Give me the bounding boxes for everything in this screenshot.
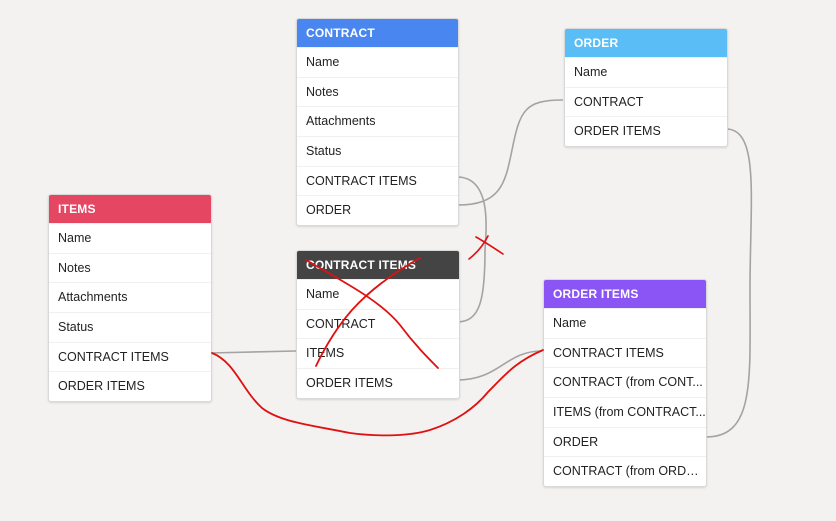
field-row[interactable]: CONTRACT ITEMS bbox=[49, 341, 211, 372]
x-mark-stroke bbox=[475, 236, 504, 255]
table-items[interactable]: ITEMS Name Notes Attachments Status CONT… bbox=[48, 194, 212, 403]
field-row[interactable]: Name bbox=[544, 308, 706, 338]
field-row[interactable]: ORDER ITEMS bbox=[297, 368, 459, 398]
field-row[interactable]: CONTRACT ITEMS bbox=[544, 337, 706, 368]
field-row[interactable]: CONTRACT bbox=[565, 86, 727, 117]
link-items-contractitems bbox=[209, 350, 297, 354]
field-row[interactable]: Attachments bbox=[49, 282, 211, 312]
link-contract-order bbox=[456, 99, 564, 206]
field-row[interactable]: ITEMS bbox=[297, 338, 459, 368]
table-contract-items[interactable]: CONTRACT ITEMS Name CONTRACT ITEMS ORDER… bbox=[296, 250, 460, 399]
field-row[interactable]: ITEMS (from CONTRACT... bbox=[544, 397, 706, 427]
table-header[interactable]: CONTRACT bbox=[297, 19, 458, 47]
field-row[interactable]: Notes bbox=[49, 252, 211, 283]
table-order-items[interactable]: ORDER ITEMS Name CONTRACT ITEMS CONTRACT… bbox=[543, 279, 707, 488]
link-contract-items-loop bbox=[456, 176, 487, 323]
table-header[interactable]: ITEMS bbox=[49, 195, 211, 223]
field-row[interactable]: ORDER ITEMS bbox=[565, 116, 727, 146]
field-row[interactable]: ORDER bbox=[544, 426, 706, 457]
field-row[interactable]: CONTRACT ITEMS bbox=[297, 165, 458, 196]
field-row[interactable]: Notes bbox=[297, 76, 458, 107]
field-row[interactable]: Status bbox=[49, 312, 211, 342]
field-row[interactable]: CONTRACT bbox=[297, 308, 459, 339]
table-header[interactable]: CONTRACT ITEMS bbox=[297, 251, 459, 279]
field-row[interactable]: Attachments bbox=[297, 106, 458, 136]
field-row[interactable]: CONTRACT (from ORDER) bbox=[544, 456, 706, 486]
field-row[interactable]: ORDER bbox=[297, 195, 458, 225]
field-row[interactable]: Name bbox=[49, 223, 211, 253]
field-row[interactable]: Name bbox=[297, 279, 459, 309]
field-row[interactable]: Name bbox=[297, 47, 458, 77]
link-order-orderitems bbox=[705, 128, 753, 438]
link-contractitems-orderitems bbox=[456, 350, 543, 381]
field-row[interactable]: Status bbox=[297, 136, 458, 166]
table-header[interactable]: ORDER ITEMS bbox=[544, 280, 706, 308]
x-mark-stroke bbox=[468, 235, 489, 260]
field-row[interactable]: Name bbox=[565, 57, 727, 87]
table-contract[interactable]: CONTRACT Name Notes Attachments Status C… bbox=[296, 18, 459, 227]
table-order[interactable]: ORDER Name CONTRACT ORDER ITEMS bbox=[564, 28, 728, 148]
field-row[interactable]: ORDER ITEMS bbox=[49, 371, 211, 401]
table-header[interactable]: ORDER bbox=[565, 29, 727, 57]
field-row[interactable]: CONTRACT (from CONT... bbox=[544, 367, 706, 397]
